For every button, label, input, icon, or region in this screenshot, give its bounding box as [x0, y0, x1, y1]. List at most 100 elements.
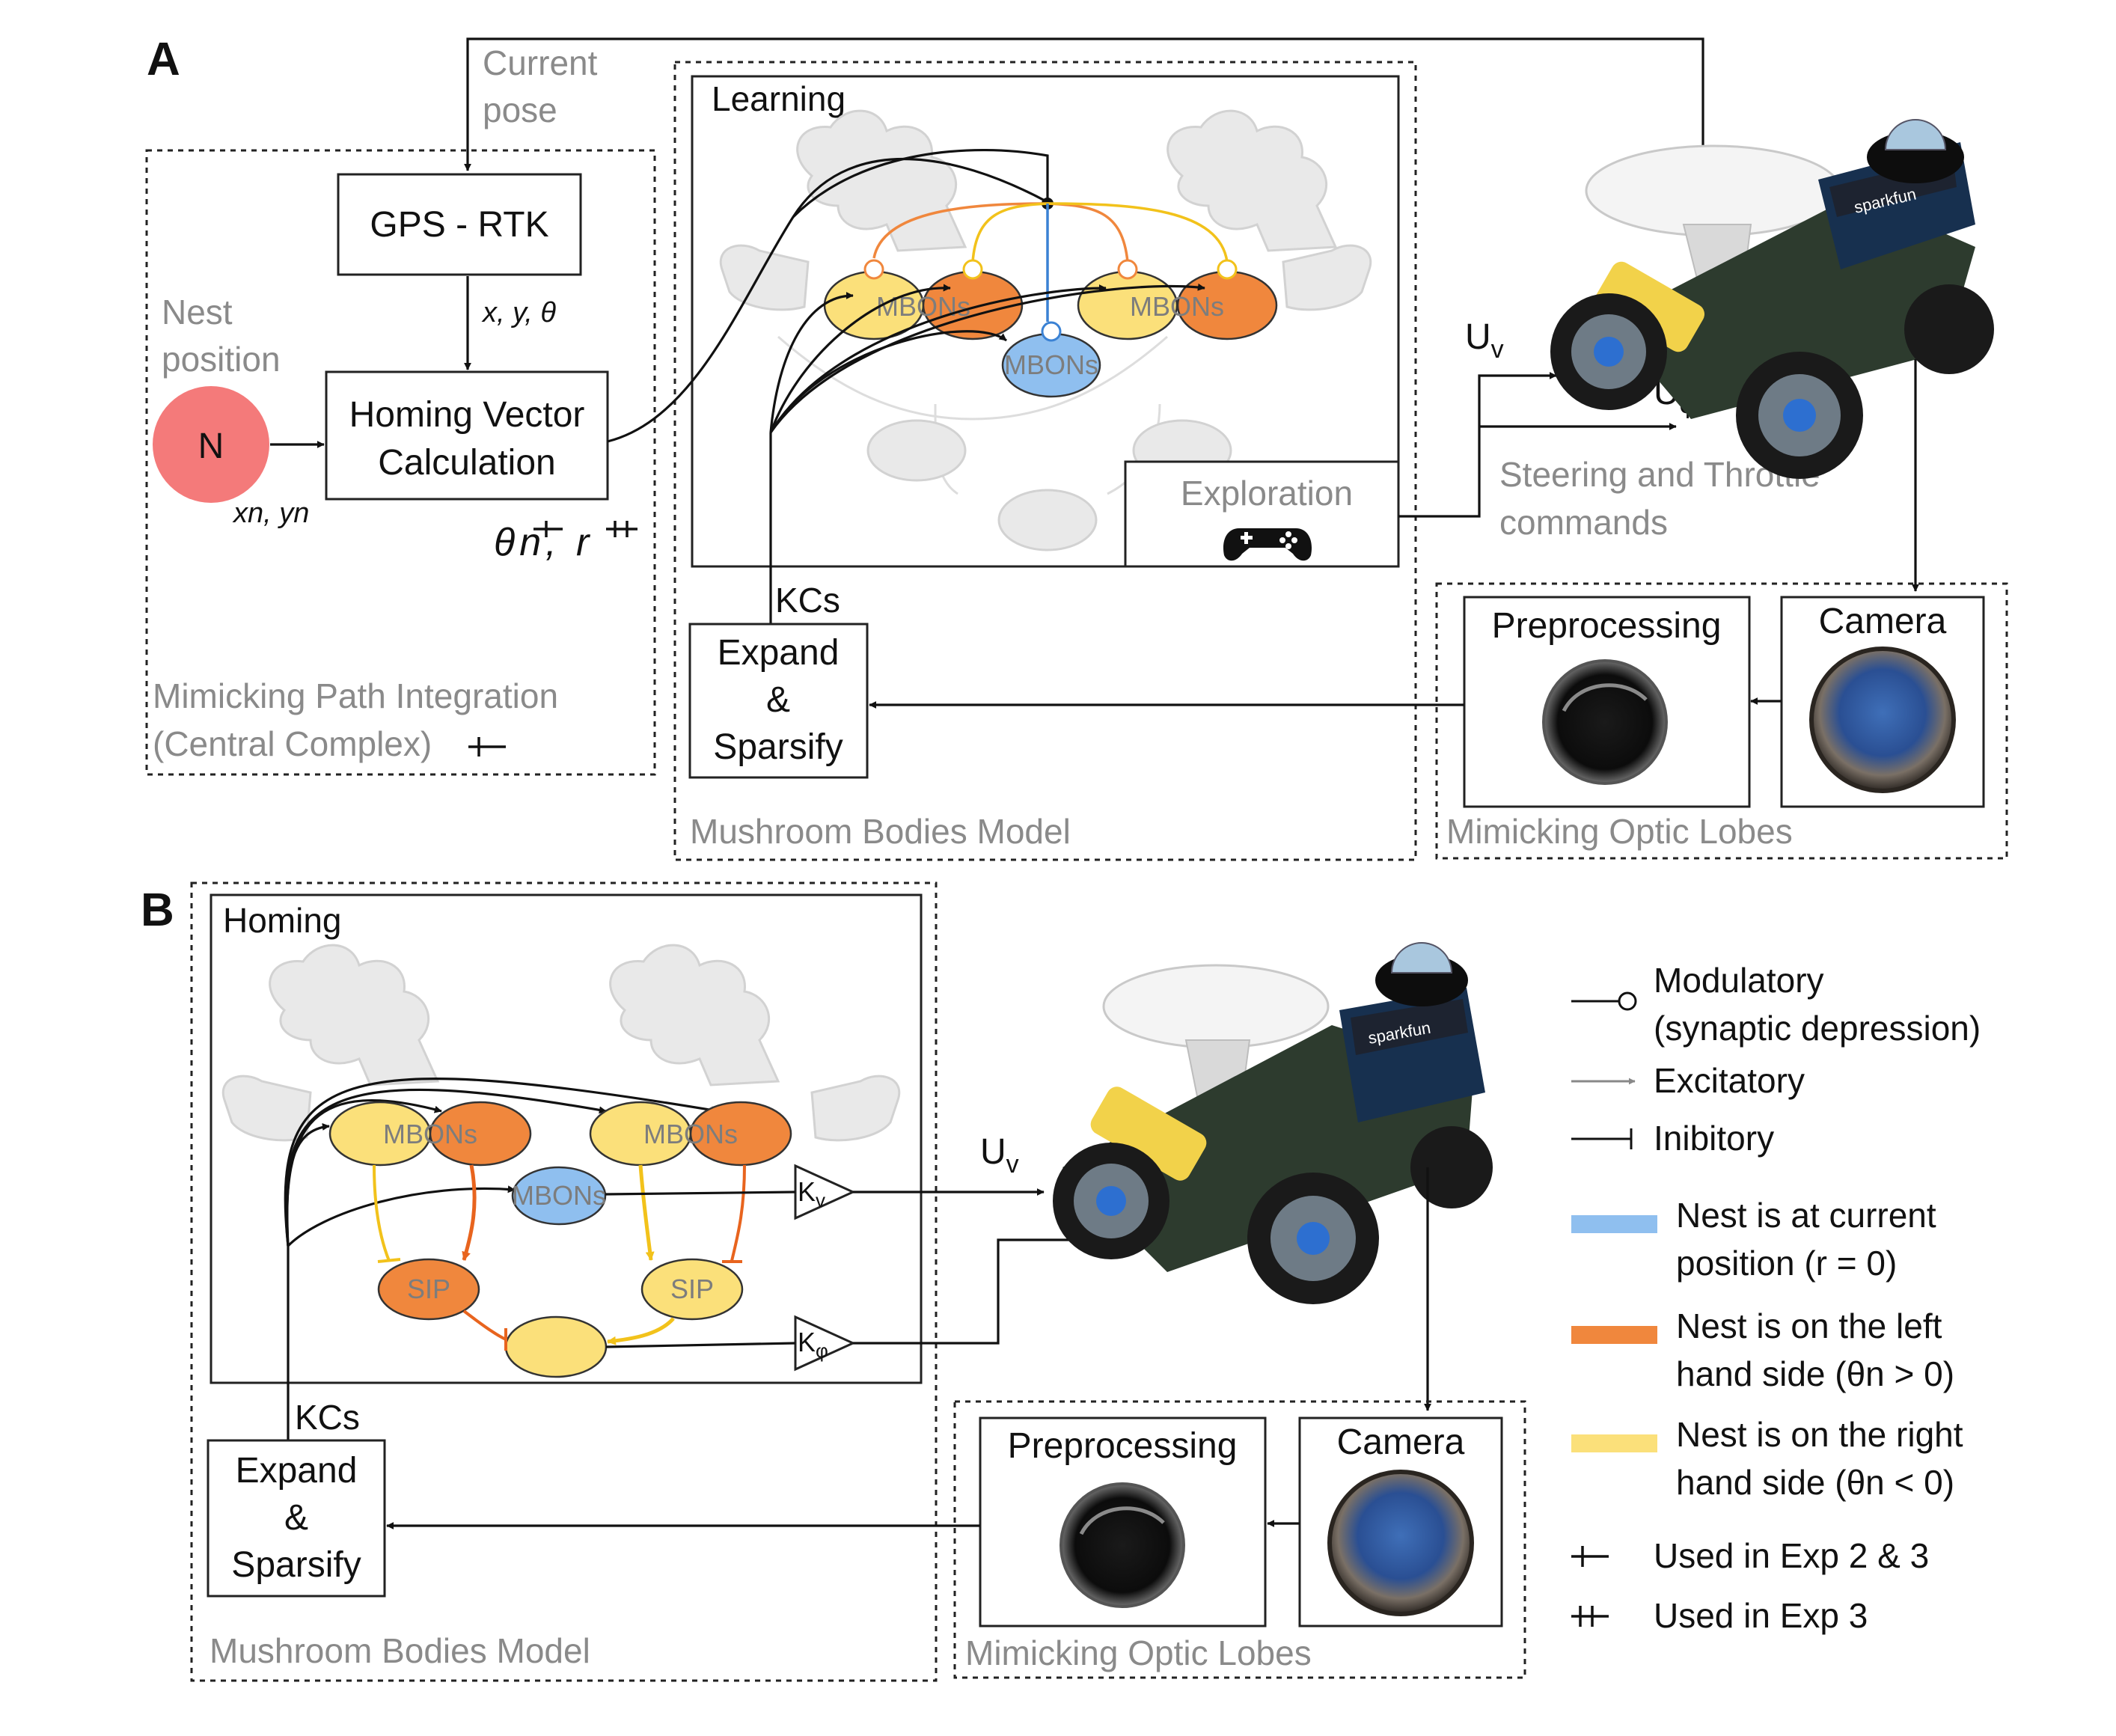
kc-projections-a — [769, 283, 1205, 433]
mbon-label-b-1: MBONs — [383, 1119, 477, 1149]
exp23-marker-theta — [533, 521, 563, 537]
homing-vector-box — [325, 370, 609, 501]
expand-label-a-1: Expand — [718, 633, 840, 673]
exploration-to-commands-line — [1398, 372, 1557, 518]
mbon-blue-to-kv-line — [605, 1191, 796, 1196]
mushroom-caption-a: Mushroom Bodies Model — [690, 812, 1071, 851]
kc-projections-b — [284, 1078, 719, 1247]
exploration-label: Exploration — [1181, 474, 1353, 513]
legend-blue-swatch — [1571, 1215, 1657, 1233]
path-integration-region — [145, 149, 656, 776]
homing-title: Homing — [223, 901, 342, 940]
kcs-label-b: KCs — [295, 1398, 360, 1437]
expand-sparsify-box-b — [207, 1439, 386, 1598]
inhibit-yellow-left-to-sip — [373, 1164, 391, 1262]
legend-yellow-line2: hand side (θn < 0) — [1676, 1463, 1954, 1502]
expand-label-a-2: & — [766, 680, 790, 720]
mbon-label-a-3: MBONs — [1004, 349, 1098, 380]
preprocessed-image-b — [1059, 1482, 1185, 1608]
expand-label-b-1: Expand — [236, 1451, 358, 1491]
optic-lobes-region-b — [953, 1400, 1526, 1679]
preprocessed-image-detail-b — [1079, 1506, 1165, 1535]
uv-label-b: Uv — [980, 1132, 1019, 1179]
modulatory-yellow-1 — [971, 202, 1048, 263]
path-integration-caption-line1: Mimicking Path Integration — [153, 676, 558, 715]
mbon-orange-right-b — [689, 1101, 792, 1167]
sip-left — [377, 1258, 480, 1321]
modulatory-terminal-1 — [863, 259, 884, 280]
mbon-label-b-2: MBONs — [643, 1119, 738, 1149]
modulatory-orange-1 — [872, 202, 1048, 259]
legend-blue-line2: position (r = 0) — [1676, 1244, 1897, 1283]
preprocessed-image-a — [1542, 659, 1668, 785]
legend-yellow-line1: Nest is on the right — [1676, 1415, 1963, 1454]
kcs-label-a: KCs — [775, 581, 840, 620]
panel-b-label: B — [141, 884, 174, 936]
legend-orange-swatch — [1571, 1326, 1657, 1344]
legend-exp23-symbol — [1571, 1546, 1609, 1567]
robot-rover-image-b: sparkfun — [1053, 942, 1493, 1304]
camera-label-a: Camera — [1819, 602, 1947, 641]
mbon-label-a-1: MBONs — [876, 291, 970, 322]
camera-image-b — [1327, 1470, 1474, 1616]
legend-exp23-label: Used in Exp 2 & 3 — [1654, 1536, 1929, 1575]
learning-title: Learning — [712, 79, 846, 118]
legend-modulatory-line1: Modulatory — [1654, 961, 1824, 1000]
preprocessing-label-b: Preprocessing — [1008, 1426, 1238, 1466]
inhibit-orange-right-to-sip — [730, 1164, 746, 1262]
mbon-label-a-2: MBONs — [1130, 291, 1224, 322]
excite-sip-right-to-integrator — [607, 1317, 675, 1345]
sip-label-right: SIP — [670, 1274, 714, 1304]
mbon-orange-left-b — [429, 1101, 532, 1167]
nest-node-label: N — [198, 427, 224, 466]
inhibit-bar-1 — [377, 1258, 401, 1263]
legend-modulatory-symbol — [1618, 991, 1637, 1011]
mbon-label-b-3: MBONs — [512, 1180, 606, 1211]
gps-output-label: x, y, θ — [481, 297, 556, 328]
legend-inhibitory-symbol — [1571, 1128, 1633, 1149]
sip-right — [640, 1258, 744, 1321]
legend-inhibitory-label: Inibitory — [1654, 1119, 1774, 1158]
legend: Modulatory (synaptic depression) Excitat… — [1571, 961, 1981, 1635]
mushroom-bodies-region-b — [190, 881, 938, 1682]
legend-blue-line1: Nest is at current — [1676, 1196, 1936, 1235]
panel-a-label: A — [147, 34, 180, 85]
gps-rtk-box — [337, 173, 582, 276]
legend-modulatory-line2: (synaptic depression) — [1654, 1009, 1981, 1048]
preprocessed-image-detail-a — [1562, 683, 1648, 712]
mushroom-body-silhouette-b — [221, 944, 901, 1142]
expand-label-a-3: Sparsify — [713, 727, 843, 767]
gamepad-icon — [1223, 528, 1312, 561]
modulatory-terminal-2 — [962, 259, 983, 280]
robot-rover-image-a: sparkfun — [1550, 119, 1994, 479]
excite-yellow-right-to-sip — [638, 1164, 655, 1261]
expand-label-b-3: Sparsify — [231, 1545, 361, 1585]
homing-vector-label-line1: Homing Vector — [349, 395, 585, 435]
path-integration-caption-line2: (Central Complex) — [153, 724, 432, 763]
legend-exp3-symbol — [1571, 1606, 1609, 1627]
modulatory-terminal-3 — [1117, 259, 1138, 280]
gps-rtk-label: GPS - RTK — [370, 205, 548, 245]
mushroom-bodies-region-a — [673, 61, 1417, 861]
modulatory-terminal-4 — [1217, 259, 1238, 280]
excite-orange-to-sip — [462, 1164, 477, 1261]
legend-excitatory-label: Excitatory — [1654, 1061, 1805, 1100]
current-pose-label-line2: pose — [483, 91, 557, 129]
optic-caption-a: Mimicking Optic Lobes — [1446, 812, 1793, 851]
expand-sparsify-box-a — [688, 623, 869, 779]
expand-label-b-2: & — [284, 1498, 308, 1538]
gain-kphi-label: Kφ — [798, 1327, 828, 1362]
mbon-blue-b — [511, 1166, 607, 1226]
exploration-box — [1124, 460, 1400, 568]
sip-label-left: SIP — [407, 1274, 450, 1304]
legend-yellow-swatch — [1571, 1434, 1657, 1452]
camera-image-a — [1809, 647, 1956, 793]
homing-vector-label-line2: Calculation — [378, 443, 555, 483]
camera-label-b: Camera — [1337, 1422, 1465, 1462]
legend-exp3-label: Used in Exp 3 — [1654, 1596, 1868, 1635]
exp23-marker-caption — [468, 737, 506, 757]
modulatory-terminal-blue — [1041, 321, 1062, 342]
nest-node — [153, 386, 269, 503]
integrator-to-kphi-line — [605, 1342, 796, 1348]
